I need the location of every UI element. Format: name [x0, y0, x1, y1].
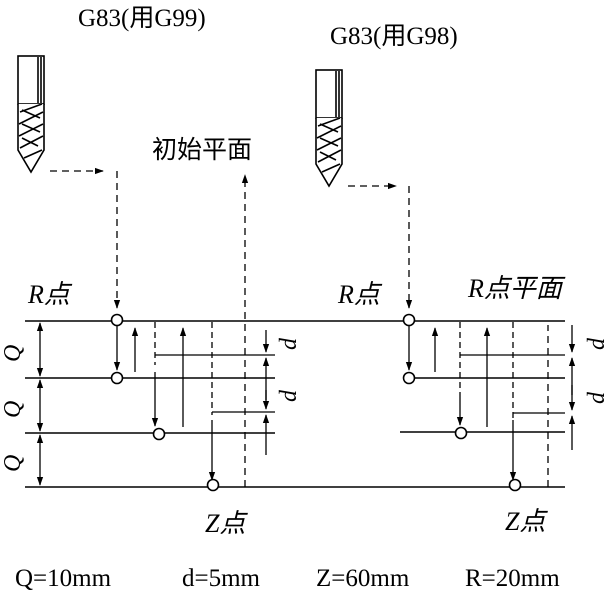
right-hole-points [402, 313, 522, 492]
d-label-left-1: d [276, 337, 302, 350]
q-label-3: Q [0, 455, 26, 472]
right-cycle-motions [405, 322, 565, 487]
q-label-2: Q [0, 401, 26, 418]
initial-plane-label: 初始平面 [152, 136, 252, 164]
d-label-right-2: d [584, 391, 606, 404]
param-d: d=5mm [182, 565, 261, 592]
z-point-right-label: Z点 [505, 507, 548, 536]
right-title: G83(用G98) [330, 23, 458, 50]
param-q: Q=10mm [15, 565, 112, 592]
right-approach-path [348, 182, 413, 309]
param-r: R=20mm [465, 565, 560, 592]
left-cycle-motions [113, 174, 275, 487]
drill-right-icon [315, 69, 343, 188]
param-z: Z=60mm [316, 565, 410, 592]
drill-left-icon [17, 55, 45, 174]
r-plane-label: R点平面 [467, 274, 566, 303]
r-point-left-label: R点 [27, 280, 73, 309]
left-hole-points [110, 313, 220, 492]
q-label-1: Q [0, 345, 26, 362]
r-point-right-label: R点 [337, 280, 383, 309]
left-approach-path [50, 167, 121, 309]
left-title: G83(用G99) [78, 5, 206, 32]
z-point-left-label: Z点 [205, 509, 248, 538]
d-label-right-1: d [584, 337, 606, 350]
d-label-left-2: d [276, 389, 302, 402]
